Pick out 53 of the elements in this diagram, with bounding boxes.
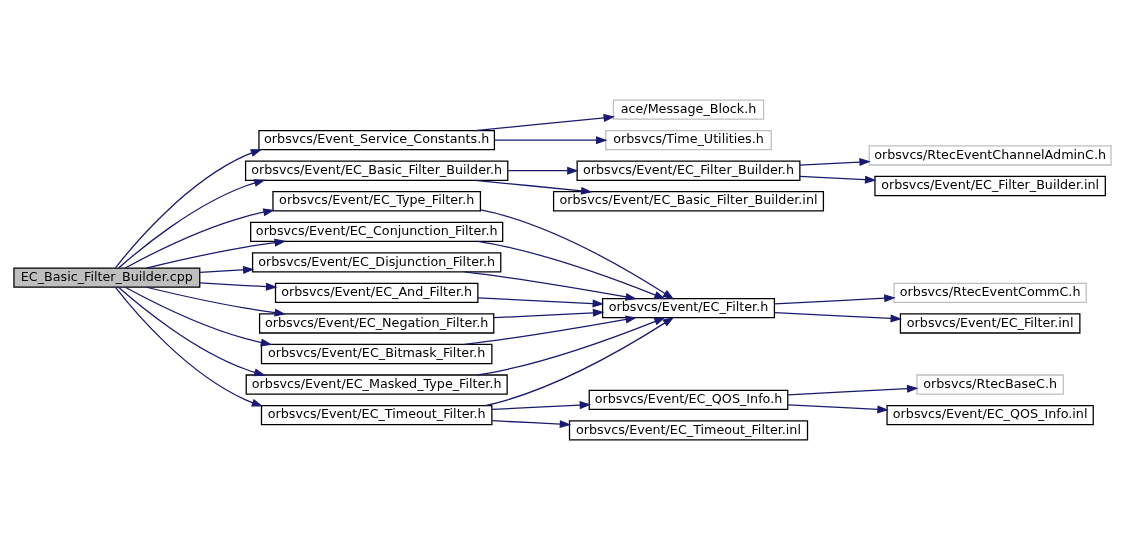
arrow bbox=[493, 308, 605, 318]
arrow bbox=[484, 316, 675, 406]
node-box: orbsvcs/Time_Utilities.h bbox=[605, 129, 772, 150]
node-box: orbsvcs/Event/EC_And_Filter.h bbox=[274, 282, 479, 303]
node-box: orbsvcs/Event/EC_Filter_Builder.h bbox=[576, 160, 801, 181]
arrow bbox=[199, 281, 278, 291]
node-box: orbsvcs/Event/EC_Disjunction_Filter.h bbox=[251, 251, 502, 273]
arrow bbox=[493, 135, 608, 144]
arrow bbox=[474, 113, 616, 131]
arrow bbox=[774, 293, 896, 304]
arrow bbox=[114, 286, 264, 406]
arrow bbox=[477, 316, 666, 376]
arrow bbox=[464, 315, 637, 345]
node-box: orbsvcs/Event/EC_Type_Filter.h bbox=[272, 190, 482, 211]
arrow bbox=[480, 208, 675, 299]
node-box: orbsvcs/RtecEventChannelAdminC.h bbox=[868, 144, 1112, 166]
arrow bbox=[145, 286, 286, 317]
arrow bbox=[199, 265, 255, 274]
node-box: orbsvcs/Event/EC_Timeout_Filter.inl bbox=[568, 419, 809, 441]
node-box: orbsvcs/Event/EC_Bitmask_Filter.h bbox=[260, 343, 493, 364]
node-box: orbsvcs/Event/EC_Basic_Filter_Builder.h bbox=[244, 160, 509, 181]
node-box: orbsvcs/Event/EC_Filter.inl bbox=[899, 312, 1081, 334]
arrow bbox=[118, 178, 266, 268]
node-box: orbsvcs/Event/EC_QOS_Info.inl bbox=[886, 404, 1094, 425]
node-box: orbsvcs/Event/EC_Negation_Filter.h bbox=[258, 312, 495, 334]
node-box: orbsvcs/Event/EC_Conjunction_Filter.h bbox=[250, 221, 504, 242]
node-box: orbsvcs/Event/EC_Masked_Type_Filter.h bbox=[245, 373, 508, 395]
node-box: orbsvcs/RtecBaseC.h bbox=[916, 373, 1064, 395]
arrow bbox=[491, 419, 572, 428]
node-box: orbsvcs/Event_Service_Constants.h bbox=[258, 129, 496, 150]
arrow bbox=[799, 175, 877, 184]
node-box: orbsvcs/Event/EC_QOS_Info.h bbox=[588, 389, 789, 410]
node-box: EC_Basic_Filter_Builder.cpp bbox=[13, 266, 201, 288]
arrow bbox=[491, 400, 592, 410]
arrow bbox=[145, 238, 286, 269]
arrow bbox=[774, 311, 902, 322]
arrow bbox=[124, 207, 275, 269]
arrow bbox=[787, 384, 919, 395]
arrow bbox=[118, 286, 266, 376]
arrow bbox=[114, 148, 263, 268]
node-box: orbsvcs/Event/EC_Filter_Builder.inl bbox=[874, 175, 1106, 196]
node-box: orbsvcs/Event/EC_Basic_Filter_Builder.inl bbox=[552, 190, 825, 211]
node-box: orbsvcs/Event/EC_Filter.h bbox=[601, 297, 776, 318]
arrow bbox=[787, 403, 889, 413]
arrow bbox=[507, 166, 579, 175]
node-box: orbsvcs/Event/EC_Timeout_Filter.h bbox=[260, 404, 493, 425]
arrow bbox=[799, 157, 871, 166]
arrow bbox=[474, 179, 593, 195]
arrow bbox=[124, 286, 273, 346]
node-box: orbsvcs/RtecEventCommC.h bbox=[893, 282, 1087, 303]
arrow bbox=[477, 296, 605, 307]
node-box: ace/Message_Block.h bbox=[612, 98, 765, 120]
arrow bbox=[464, 270, 637, 301]
